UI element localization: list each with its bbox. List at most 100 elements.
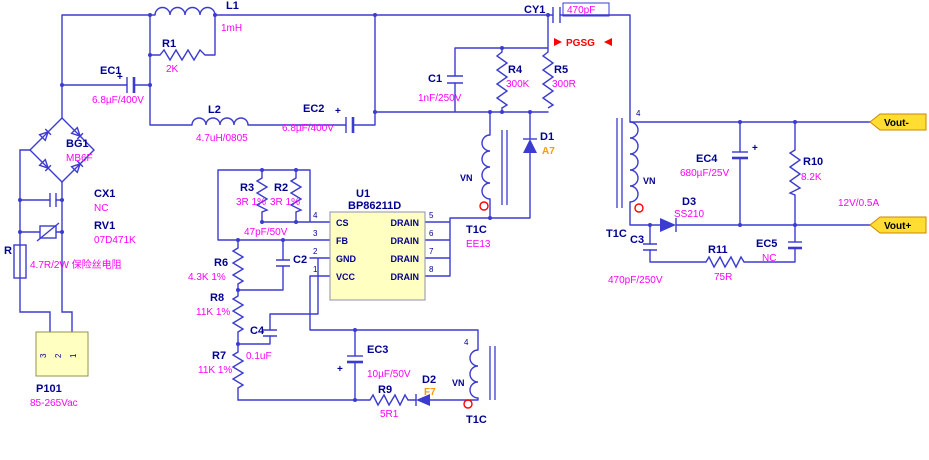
port-vout-plus: Vout+ [869,216,927,234]
D1-value: A7 [542,146,555,157]
U1-pin-number-7: 7 [429,247,434,256]
component-R6: R6 4.3K 1% [188,247,245,285]
component-C2: 47pF/50V C2 [244,227,307,267]
R1-value: 2K [166,64,179,75]
U1-pin-CS: CS [336,218,349,228]
output-rating: 12V/0.5A [838,198,879,209]
C1-label: C1 [428,73,442,85]
component-D2: D2 F7 [415,374,436,406]
EC4-value: 680µF/25V [680,168,729,179]
transformer-primary-winding: VN T1C EE13 [460,130,508,250]
component-C3: C3 470pF/250V [608,234,663,286]
pgsg-left-arrow-icon [554,38,562,46]
winding-symbol [481,134,491,200]
P101-value: 85-265Vac [30,398,78,409]
D2-label: D2 [422,374,436,386]
C2-value: 47pF/50V [244,227,288,238]
BG1-value: MB6F [66,153,93,164]
R10-value: 8.2K [801,172,822,183]
EC5-value: NC [762,253,776,264]
component-L2: L2 4.7uH/0805 [191,104,249,144]
transformer-aux-winding: 4 VN T1C [452,338,496,426]
bridge-rectifier-symbol [29,117,95,183]
U1-pin-number-4: 4 [313,211,318,220]
U1-pin-DRAIN-2: DRAIN [391,236,420,246]
U1-pin-VCC: VCC [336,272,356,282]
component-R3: R3 3R 1% [236,177,269,213]
ic-body [329,211,426,301]
circuit-wires [18,13,871,402]
R10-label: R10 [803,156,823,168]
CY1-value: 470pF [567,5,595,16]
wires-vcc-aux [237,275,479,401]
D1-label: D1 [540,131,554,143]
R2-value: 3R 1% [270,197,300,208]
component-R10: R10 8.2K [788,149,823,196]
component-fuse-resistor: R 4.7R/2W 保险丝电阻 [4,244,122,279]
component-U1: U1 BP86211D CS FB GND VCC DRAIN DRAIN DR… [313,188,434,301]
component-EC4: + EC4 680µF/25V [680,143,758,179]
net-flag-PGSG: PGSG [554,38,612,49]
EC2-value: 6.8µF/400V [282,123,334,134]
core-symbol [501,130,508,205]
pgsg-right-arrow-icon [604,38,612,46]
P101-pin-2: 2 [54,353,63,358]
EC4-plus: + [752,143,758,154]
polarity-dot [479,201,489,211]
U1-pin-number-8: 8 [429,265,434,274]
CX1-value: NC [94,203,108,214]
D3-value: SS210 [674,209,704,220]
wires-input-section [19,149,73,333]
port-vout-minus: Vout- [869,113,927,131]
EC4-label: EC4 [696,153,718,165]
U1-pin-DRAIN-1: DRAIN [391,218,420,228]
U1-label: U1 [356,188,370,200]
component-D3: D3 SS210 [660,196,704,232]
component-R2: R2 3R 1% [270,177,303,213]
R6-value: 4.3K 1% [188,272,226,283]
component-RV1: RV1 07D471K [36,220,136,246]
junction-dots [18,13,797,402]
component-BG1: BG1 MB6F [29,117,95,183]
C2-label: C2 [293,254,307,266]
EC3-label: EC3 [367,344,388,356]
R8-value: 11K 1% [196,307,230,318]
R11-value: 75R [714,272,732,283]
EC3-value: 10µF/50V [367,369,411,380]
component-R11: R11 75R [705,244,745,283]
component-R4: R4 300K [495,51,530,109]
primary-winding-name: VN [460,173,473,183]
R4-value: 300K [506,79,530,90]
aux-winding-name: VN [452,378,465,388]
C3-label: C3 [630,234,644,246]
T1C-secondary-label: T1C [606,228,627,240]
EC2-plus: + [335,106,341,117]
U1-pin-FB: FB [336,236,348,246]
T1C-primary-value: EE13 [466,239,491,250]
R8-label: R8 [210,292,224,304]
RF-value: 4.7R/2W 保险丝电阻 [30,258,122,271]
T1C-aux-label: T1C [466,414,487,426]
U1-pin-number-5: 5 [429,211,434,220]
CY1-label: CY1 [524,4,545,16]
R11-label: R11 [708,244,728,256]
R3-value: 3R 1% [236,197,266,208]
P101-pin-3: 3 [39,353,48,358]
port-tag-shape [869,216,927,234]
C4-value: 0.1uF [246,351,272,362]
C3-value: 470pF/250V [608,275,663,286]
component-EC2: + EC2 6.8µF/400V [282,103,355,134]
wires-top-filter [61,14,631,126]
component-P101: 3 2 1 P101 85-265Vac [30,331,89,409]
resistor-symbol [495,51,509,109]
component-C1: C1 1nF/250V [418,73,463,104]
L2-value: 4.7uH/0805 [196,133,248,144]
R9-label: R9 [378,384,392,396]
pgsg-net-label: PGSG [566,38,595,49]
L1-value: 1mH [221,23,242,34]
resistor-symbol [159,48,206,62]
RV1-value: 07D471K [94,235,136,246]
polarity-dot [634,203,644,213]
